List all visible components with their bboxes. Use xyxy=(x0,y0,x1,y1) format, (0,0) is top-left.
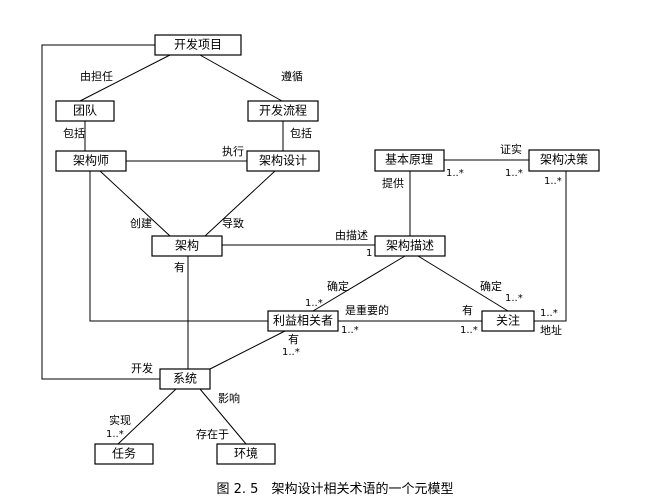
label-executes: 执行 xyxy=(222,144,244,158)
node-archdesc: 架构描述 xyxy=(374,235,446,257)
label-determines-right: 确定 xyxy=(480,279,502,293)
edge-project-devprocess xyxy=(199,54,283,102)
mult-principle-decision-left: 1..* xyxy=(446,168,464,179)
edges xyxy=(41,44,567,445)
label-has-concern: 有 xyxy=(462,303,473,317)
svg-text:团队: 团队 xyxy=(73,103,97,118)
mult-task-system: 1..* xyxy=(106,429,124,440)
edge-system-environment xyxy=(199,388,247,445)
label-has-stakeholder: 有 xyxy=(288,332,299,346)
figure-caption: 图 2. 5 架构设计相关术语的一个元模型 xyxy=(217,481,454,497)
label-addresses: 地址 xyxy=(540,323,562,337)
svg-text:开发流程: 开发流程 xyxy=(259,103,307,118)
svg-text:架构设计: 架构设计 xyxy=(259,153,307,168)
node-architect: 架构师 xyxy=(55,150,127,172)
edge-archdesc-concern xyxy=(417,255,509,312)
node-archdesign: 架构设计 xyxy=(246,150,320,172)
node-devprocess: 开发流程 xyxy=(247,100,319,122)
svg-text:基本原理: 基本原理 xyxy=(385,153,433,167)
node-decision: 架构决策 xyxy=(528,149,600,172)
node-concern: 关注 xyxy=(481,310,535,332)
node-project: 开发项目 xyxy=(154,34,242,56)
label-creates: 创建 xyxy=(130,216,152,230)
node-team: 团队 xyxy=(55,100,115,122)
node-principle: 基本原理 xyxy=(374,149,445,172)
svg-text:架构师: 架构师 xyxy=(73,153,109,168)
label-realizes: 实现 xyxy=(109,413,131,427)
node-architecture: 架构 xyxy=(151,235,223,257)
svg-text:环境: 环境 xyxy=(234,446,258,461)
label-borne-by: 由担任 xyxy=(80,69,113,83)
label-justifies: 证实 xyxy=(500,142,522,156)
relation-labels: 由担任 遵循 包括 包括 执行 证实 提供 创建 导致 由描述 有 确定 确定 … xyxy=(63,69,562,441)
edge-archdesign-architecture xyxy=(204,170,276,237)
label-includes-right: 包括 xyxy=(290,126,312,140)
svg-text:系统: 系统 xyxy=(173,372,197,386)
svg-text:架构决策: 架构决策 xyxy=(540,152,588,167)
label-develops: 开发 xyxy=(131,361,153,375)
label-includes-left: 包括 xyxy=(63,126,85,140)
label-influences: 影响 xyxy=(218,392,240,405)
svg-text:架构描述: 架构描述 xyxy=(386,238,434,253)
mult-stakeholder-concern-left: 1..* xyxy=(341,325,359,336)
mult-stakeholder-desc: 1..* xyxy=(305,298,323,309)
node-task: 任务 xyxy=(94,443,154,465)
mult-arch-desc-one: 1 xyxy=(366,248,372,259)
svg-text:架构: 架构 xyxy=(175,238,199,253)
edge-architect-stakeholder xyxy=(89,171,268,322)
edge-project-system xyxy=(41,44,160,380)
label-provides: 提供 xyxy=(382,176,404,190)
label-described-by: 由描述 xyxy=(335,228,368,242)
edge-stakeholder-system xyxy=(209,330,286,370)
svg-text:关注: 关注 xyxy=(496,313,520,328)
svg-text:利益相关者: 利益相关者 xyxy=(273,314,333,328)
label-leads-to: 导致 xyxy=(222,216,244,230)
svg-text:开发项目: 开发项目 xyxy=(174,37,222,52)
mult-decision-concern-top: 1..* xyxy=(544,176,562,187)
label-follows: 遵循 xyxy=(281,69,303,83)
mult-concern-desc: 1..* xyxy=(505,293,523,304)
edge-archdesc-stakeholder xyxy=(312,255,406,312)
svg-text:任务: 任务 xyxy=(112,446,136,461)
mult-stakeholder-concern-right: 1..* xyxy=(460,325,478,336)
label-determines-left: 确定 xyxy=(327,279,349,293)
node-stakeholder: 利益相关者 xyxy=(267,310,339,332)
edge-system-task xyxy=(117,388,177,445)
label-important-to: 是重要的 xyxy=(345,303,389,317)
node-environment: 环境 xyxy=(216,443,276,465)
label-has-arch: 有 xyxy=(174,260,185,274)
edge-project-team xyxy=(79,54,171,102)
edge-architect-architecture xyxy=(99,170,171,237)
node-system: 系统 xyxy=(159,368,211,390)
multiplicities: 1..* 1..* 1..* 1 1..* 1..* 1..* 1..* 1..… xyxy=(106,168,562,440)
mult-principle-decision-right: 1..* xyxy=(505,168,523,179)
edge-decision-concern xyxy=(534,171,567,322)
mult-concern-decision: 1..* xyxy=(540,308,558,319)
mult-stakeholder-system: 1..* xyxy=(282,347,300,358)
label-exists-in: 存在于 xyxy=(196,427,229,441)
